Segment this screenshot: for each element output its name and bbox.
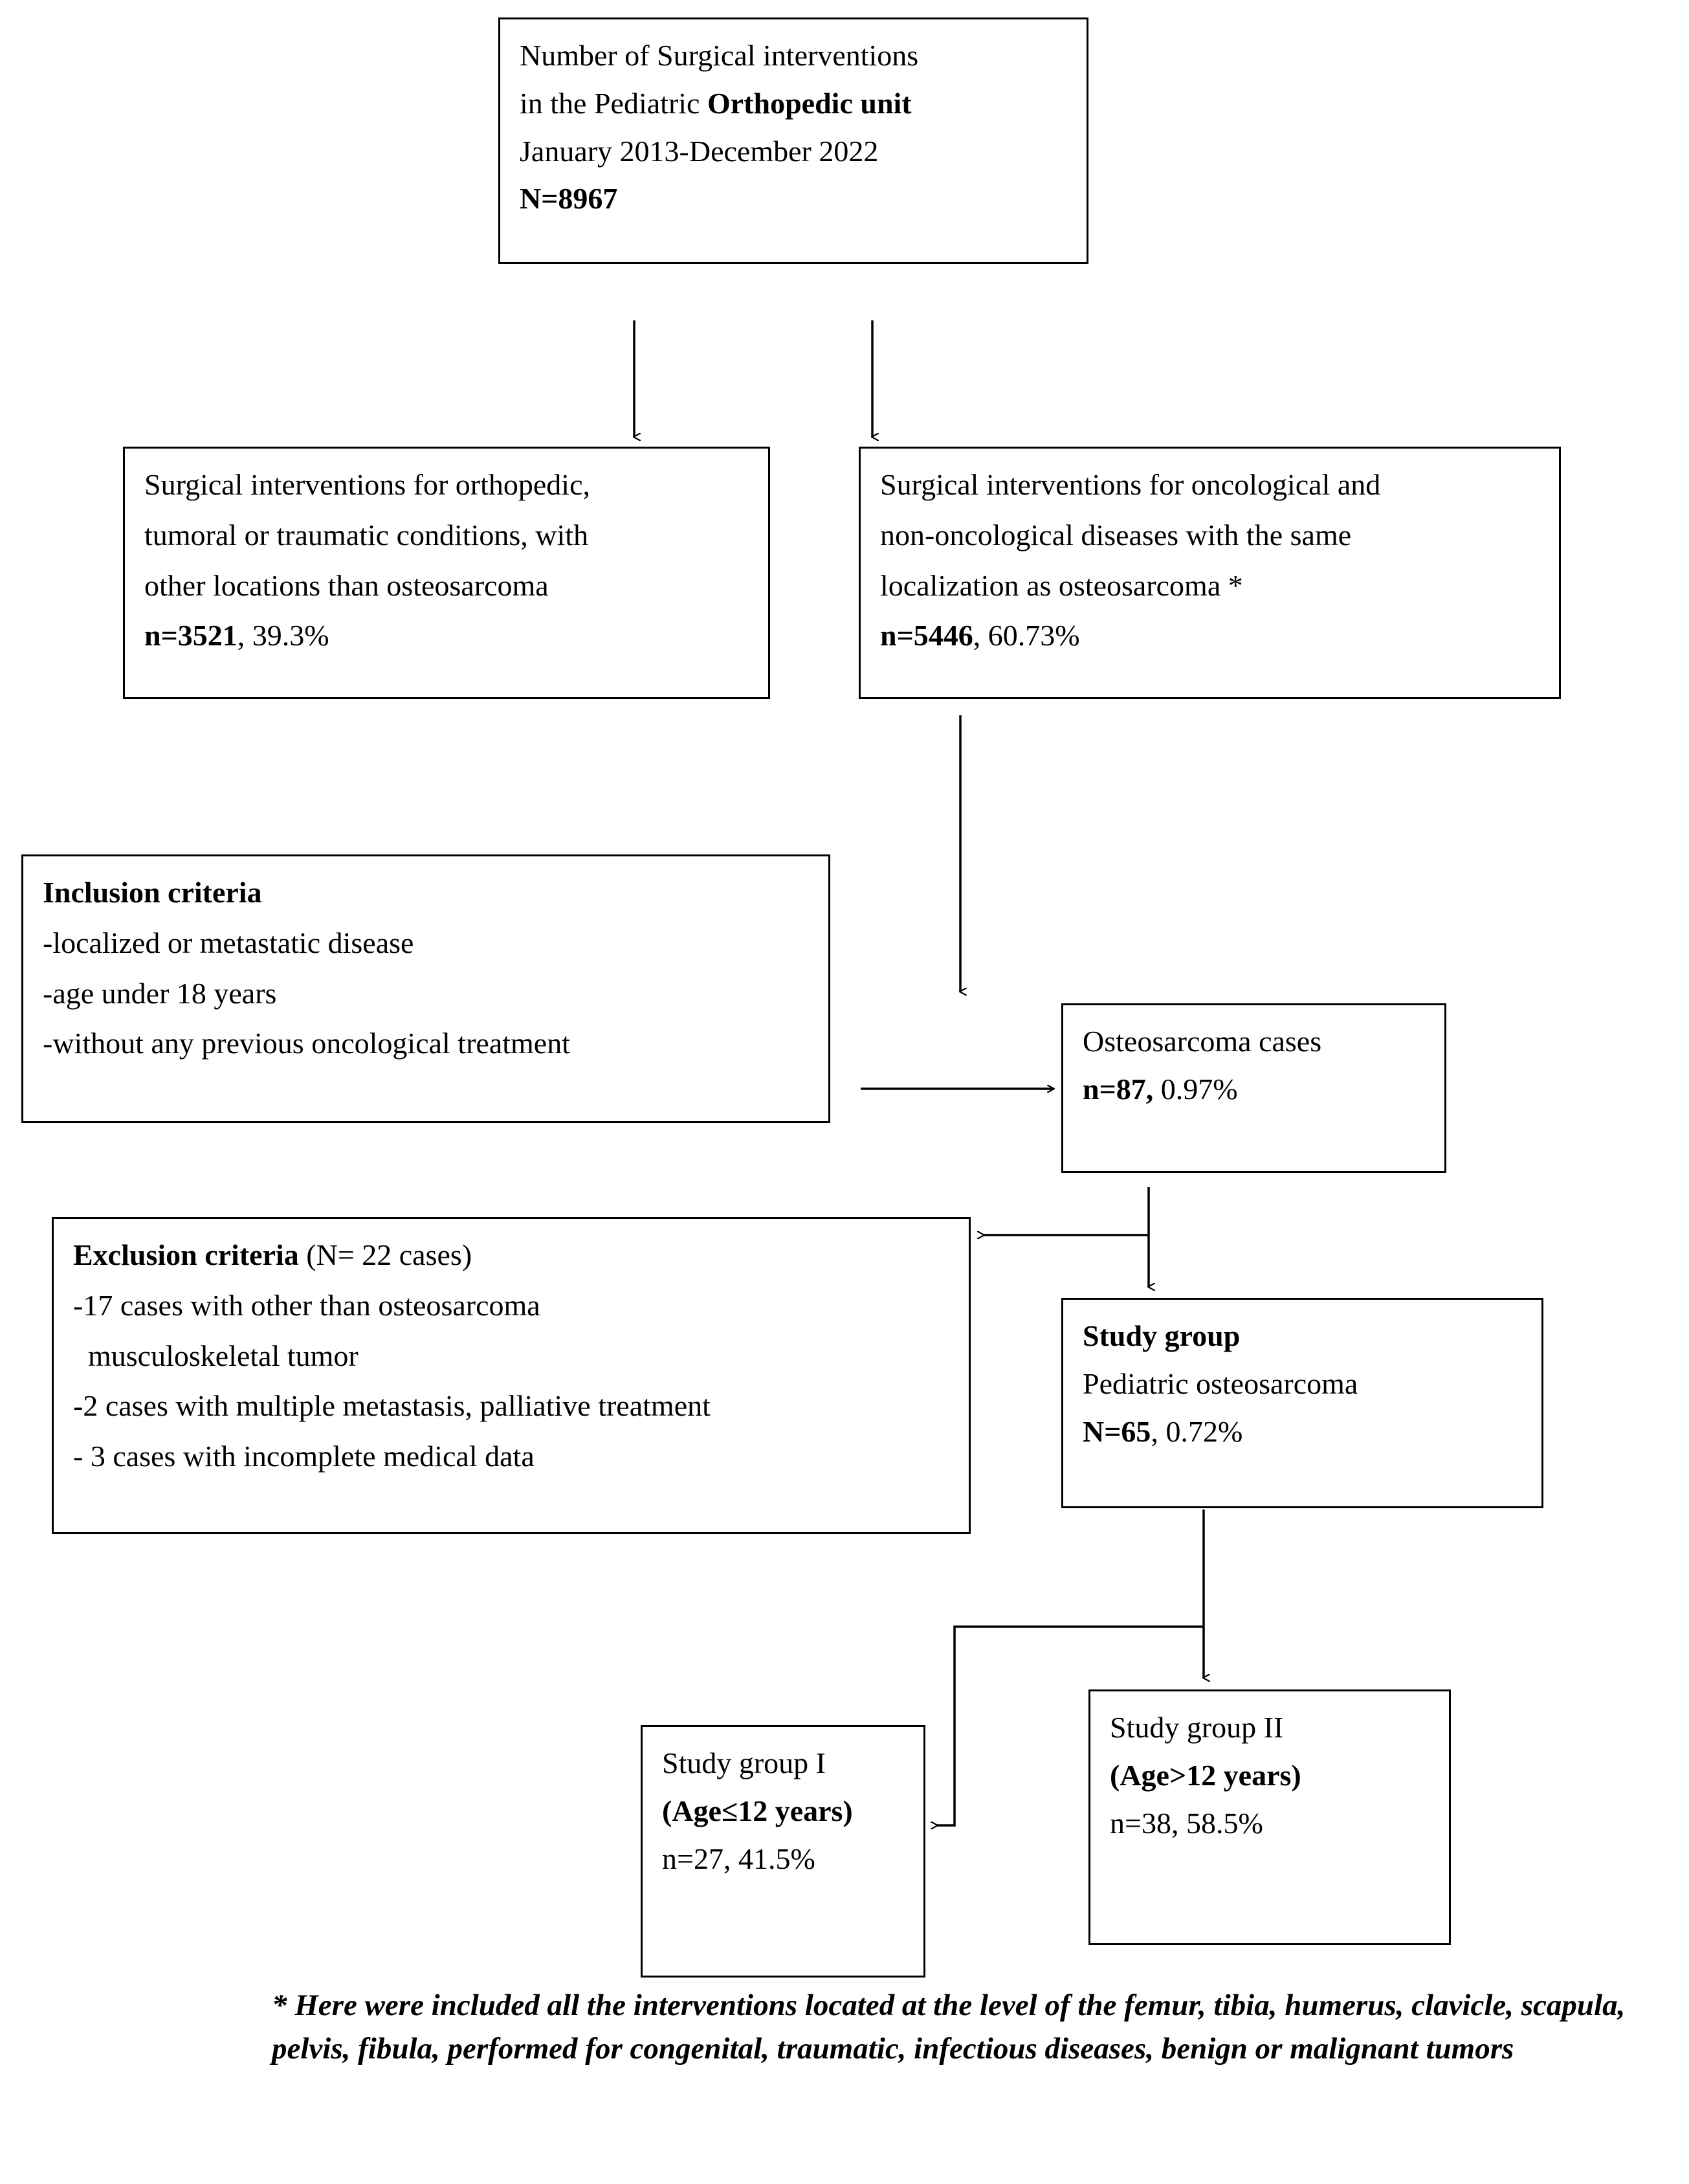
exclusion-item: musculoskeletal tumor bbox=[73, 1339, 359, 1372]
onco-line-1: Surgical interventions for oncological a… bbox=[880, 468, 1381, 501]
box-total-interventions: Number of Surgical interventions in the … bbox=[498, 17, 1088, 264]
exclusion-item: -2 cases with multiple metastasis, palli… bbox=[73, 1389, 711, 1423]
inclusion-item: -without any previous oncological treatm… bbox=[43, 1027, 570, 1060]
cases-count: n=87, 0.97% bbox=[1083, 1070, 1425, 1109]
study-heading: Study group bbox=[1083, 1319, 1241, 1352]
study-count: N=65, 0.72% bbox=[1083, 1412, 1522, 1451]
total-count: N=8967 bbox=[520, 182, 618, 216]
onco-count: n=5446, 60.73% bbox=[880, 616, 1540, 655]
group1-age: (Age≤12 years) bbox=[662, 1794, 853, 1827]
study-count-rest: , 0.72% bbox=[1151, 1414, 1243, 1448]
cases-line-1: Osteosarcoma cases bbox=[1083, 1025, 1322, 1058]
exclusion-item: - 3 cases with incomplete medical data bbox=[73, 1440, 535, 1473]
other-count: n=3521, 39.3% bbox=[144, 616, 749, 655]
exclusion-heading-bold: Exclusion criteria bbox=[73, 1238, 299, 1271]
onco-line-3: localization as osteosarcoma * bbox=[880, 568, 1243, 602]
group1-line-1: Study group I bbox=[662, 1746, 826, 1779]
total-line-2-plain: in the Pediatric bbox=[520, 86, 707, 120]
box-other-conditions: Surgical interventions for orthopedic, t… bbox=[123, 447, 770, 699]
box-study-group-1: Study group I (Age≤12 years) n=27, 41.5% bbox=[641, 1725, 925, 1978]
study-count-bold: N=65 bbox=[1083, 1414, 1151, 1448]
box-exclusion-criteria: Exclusion criteria (N= 22 cases) -17 cas… bbox=[52, 1217, 971, 1534]
cases-count-bold: n=87, bbox=[1083, 1072, 1154, 1106]
box-oncological-conditions: Surgical interventions for oncological a… bbox=[859, 447, 1561, 699]
box-study-group-2: Study group II (Age>12 years) n=38, 58.5… bbox=[1088, 1689, 1451, 1945]
cases-count-rest: 0.97% bbox=[1153, 1072, 1238, 1106]
box-study-group: Study group Pediatric osteosarcoma N=65,… bbox=[1061, 1298, 1543, 1508]
inclusion-heading: Inclusion criteria bbox=[43, 876, 262, 909]
other-count-bold: n=3521 bbox=[144, 619, 237, 652]
onco-count-rest: , 60.73% bbox=[973, 619, 1080, 652]
total-line-3: January 2013-December 2022 bbox=[520, 134, 879, 168]
other-line-1: Surgical interventions for orthopedic, bbox=[144, 468, 590, 501]
other-count-rest: , 39.3% bbox=[237, 619, 329, 652]
exclusion-heading: Exclusion criteria (N= 22 cases) bbox=[73, 1236, 949, 1275]
exclusion-item: -17 cases with other than osteosarcoma bbox=[73, 1288, 540, 1322]
onco-count-bold: n=5446 bbox=[880, 619, 973, 652]
inclusion-item: -localized or metastatic disease bbox=[43, 926, 414, 959]
total-line-2-bold: Orthopedic unit bbox=[707, 86, 912, 120]
footnote-text: * Here were included all the interventio… bbox=[272, 1989, 1626, 2066]
exclusion-heading-rest: (N= 22 cases) bbox=[298, 1238, 472, 1271]
box-inclusion-criteria: Inclusion criteria -localized or metasta… bbox=[21, 854, 830, 1123]
group2-count: n=38, 58.5% bbox=[1110, 1806, 1263, 1840]
group1-count: n=27, 41.5% bbox=[662, 1842, 815, 1875]
group2-line-1: Study group II bbox=[1110, 1711, 1284, 1744]
other-line-3: other locations than osteosarcoma bbox=[144, 568, 549, 602]
total-line-2: in the Pediatric Orthopedic unit bbox=[520, 84, 1067, 123]
inclusion-item: -age under 18 years bbox=[43, 976, 277, 1010]
box-osteosarcoma-cases: Osteosarcoma cases n=87, 0.97% bbox=[1061, 1003, 1446, 1173]
study-line-2: Pediatric osteosarcoma bbox=[1083, 1366, 1358, 1400]
total-line-1: Number of Surgical interventions bbox=[520, 39, 919, 72]
onco-line-2: non-oncological diseases with the same bbox=[880, 518, 1352, 552]
other-line-2: tumoral or traumatic conditions, with bbox=[144, 518, 589, 552]
group2-age: (Age>12 years) bbox=[1110, 1758, 1301, 1792]
